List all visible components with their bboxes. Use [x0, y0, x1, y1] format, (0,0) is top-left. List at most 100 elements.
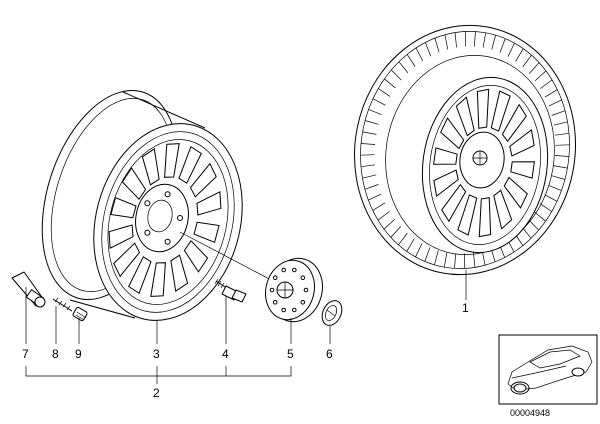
tread-mark	[406, 238, 415, 252]
tread-mark	[443, 252, 448, 268]
rim-bolt-hole	[164, 191, 171, 198]
hub-cap-hole	[269, 287, 275, 293]
hub-cap-hole	[281, 307, 287, 313]
tread-mark	[434, 250, 439, 265]
tread-mark	[398, 61, 409, 74]
wheel-rim-icon[interactable]	[18, 73, 264, 337]
car-thumbnail-icon[interactable]	[498, 334, 598, 405]
tread-mark	[482, 32, 487, 48]
tire-spoke-window	[503, 176, 528, 209]
tread-mark	[555, 144, 570, 146]
tread-mark	[553, 165, 568, 169]
tire-spoke-window	[433, 169, 459, 197]
valve-stem-icon[interactable]	[11, 271, 46, 308]
tread-mark	[384, 78, 396, 89]
tread-mark	[372, 98, 386, 106]
tread-mark	[415, 47, 424, 62]
hub-cap-hole	[292, 267, 297, 273]
tread-mark	[360, 154, 375, 156]
hub-cap-hole	[272, 275, 278, 281]
tread-mark	[378, 88, 391, 97]
tread-mark	[368, 193, 382, 201]
rim-spoke-window	[170, 254, 189, 293]
tread-mark	[406, 54, 416, 67]
tread-mark	[454, 32, 457, 48]
tire-spoke-window	[501, 103, 527, 143]
tire-spoke-window	[478, 197, 492, 238]
rim-spoke-window	[193, 221, 220, 243]
tire-spoke-window	[509, 129, 535, 157]
rim-spoke-window	[150, 262, 166, 297]
hub-cap-holes	[269, 267, 309, 313]
tread-mark	[528, 219, 539, 231]
tread-mark	[551, 175, 565, 180]
tread-mark	[364, 184, 379, 190]
rim-spoke-windows	[108, 143, 222, 297]
rim-bolt-holes	[144, 191, 183, 245]
rim-spoke-window	[141, 147, 160, 186]
tire-spoke-window	[476, 88, 490, 129]
rim-spoke-window	[121, 167, 147, 200]
callout-leaders	[25, 270, 467, 384]
rim-bolt-hole	[144, 229, 151, 236]
tread-mark	[481, 250, 486, 266]
tire-spoke-window	[510, 161, 535, 179]
tread-mark	[544, 89, 558, 98]
valve-core-icon[interactable]	[52, 297, 73, 312]
tread-mark	[540, 79, 553, 89]
tread-mark	[529, 62, 540, 74]
hub-cap-hole	[300, 275, 306, 281]
tread-mark	[548, 99, 562, 107]
tread-mark	[454, 253, 457, 269]
callout-8: 8	[52, 347, 59, 361]
tread-mark	[534, 70, 547, 81]
tire-spoke-window	[455, 96, 475, 137]
callout-3: 3	[153, 347, 160, 361]
tread-mark	[551, 110, 566, 116]
rim-spoke-window	[128, 256, 152, 295]
tire-tread	[360, 31, 570, 269]
tire-spoke-window	[457, 194, 478, 236]
tread-mark	[522, 54, 532, 68]
rim-spoke-window	[110, 197, 137, 219]
tread-mark	[473, 252, 476, 268]
callout-7: 7	[22, 347, 29, 361]
hub-cap-hole	[272, 300, 278, 305]
callout-6: 6	[326, 347, 333, 361]
tread-mark	[424, 42, 432, 57]
tread-mark	[534, 211, 546, 222]
callout-5: 5	[287, 347, 294, 361]
callout-4: 4	[222, 347, 229, 361]
tread-mark	[515, 48, 524, 62]
emblem-icon[interactable]	[318, 297, 345, 328]
tread-mark	[365, 120, 379, 125]
complete-wheel-tire-icon[interactable]	[335, 8, 595, 292]
tread-mark	[434, 38, 440, 53]
valve-cap-icon[interactable]	[72, 306, 88, 322]
rim-spoke-window	[183, 240, 209, 273]
tread-mark	[554, 155, 570, 157]
hub-leader-line	[179, 231, 276, 283]
tread-mark	[398, 232, 408, 246]
rim-spoke-window	[113, 242, 141, 278]
lug-bolt-icon[interactable]	[214, 278, 247, 303]
tire-spoke-window	[490, 90, 511, 132]
callout-1: 1	[462, 301, 469, 315]
rim-spoke-window	[164, 143, 180, 178]
hub-cap-icon[interactable]	[259, 252, 329, 327]
rim-spoke-window	[189, 162, 217, 198]
hub-cap-hole	[281, 267, 287, 273]
tread-mark	[362, 174, 377, 179]
callout-9: 9	[75, 347, 82, 361]
tread-mark	[444, 34, 449, 50]
hub-cap-hole	[292, 307, 297, 313]
tread-mark	[362, 131, 377, 135]
rim-spoke-window	[196, 191, 222, 216]
tread-mark	[368, 109, 382, 116]
tread-mark	[372, 202, 386, 211]
tread-mark	[391, 69, 402, 81]
tread-mark	[473, 31, 476, 47]
tread-mark	[377, 211, 390, 221]
